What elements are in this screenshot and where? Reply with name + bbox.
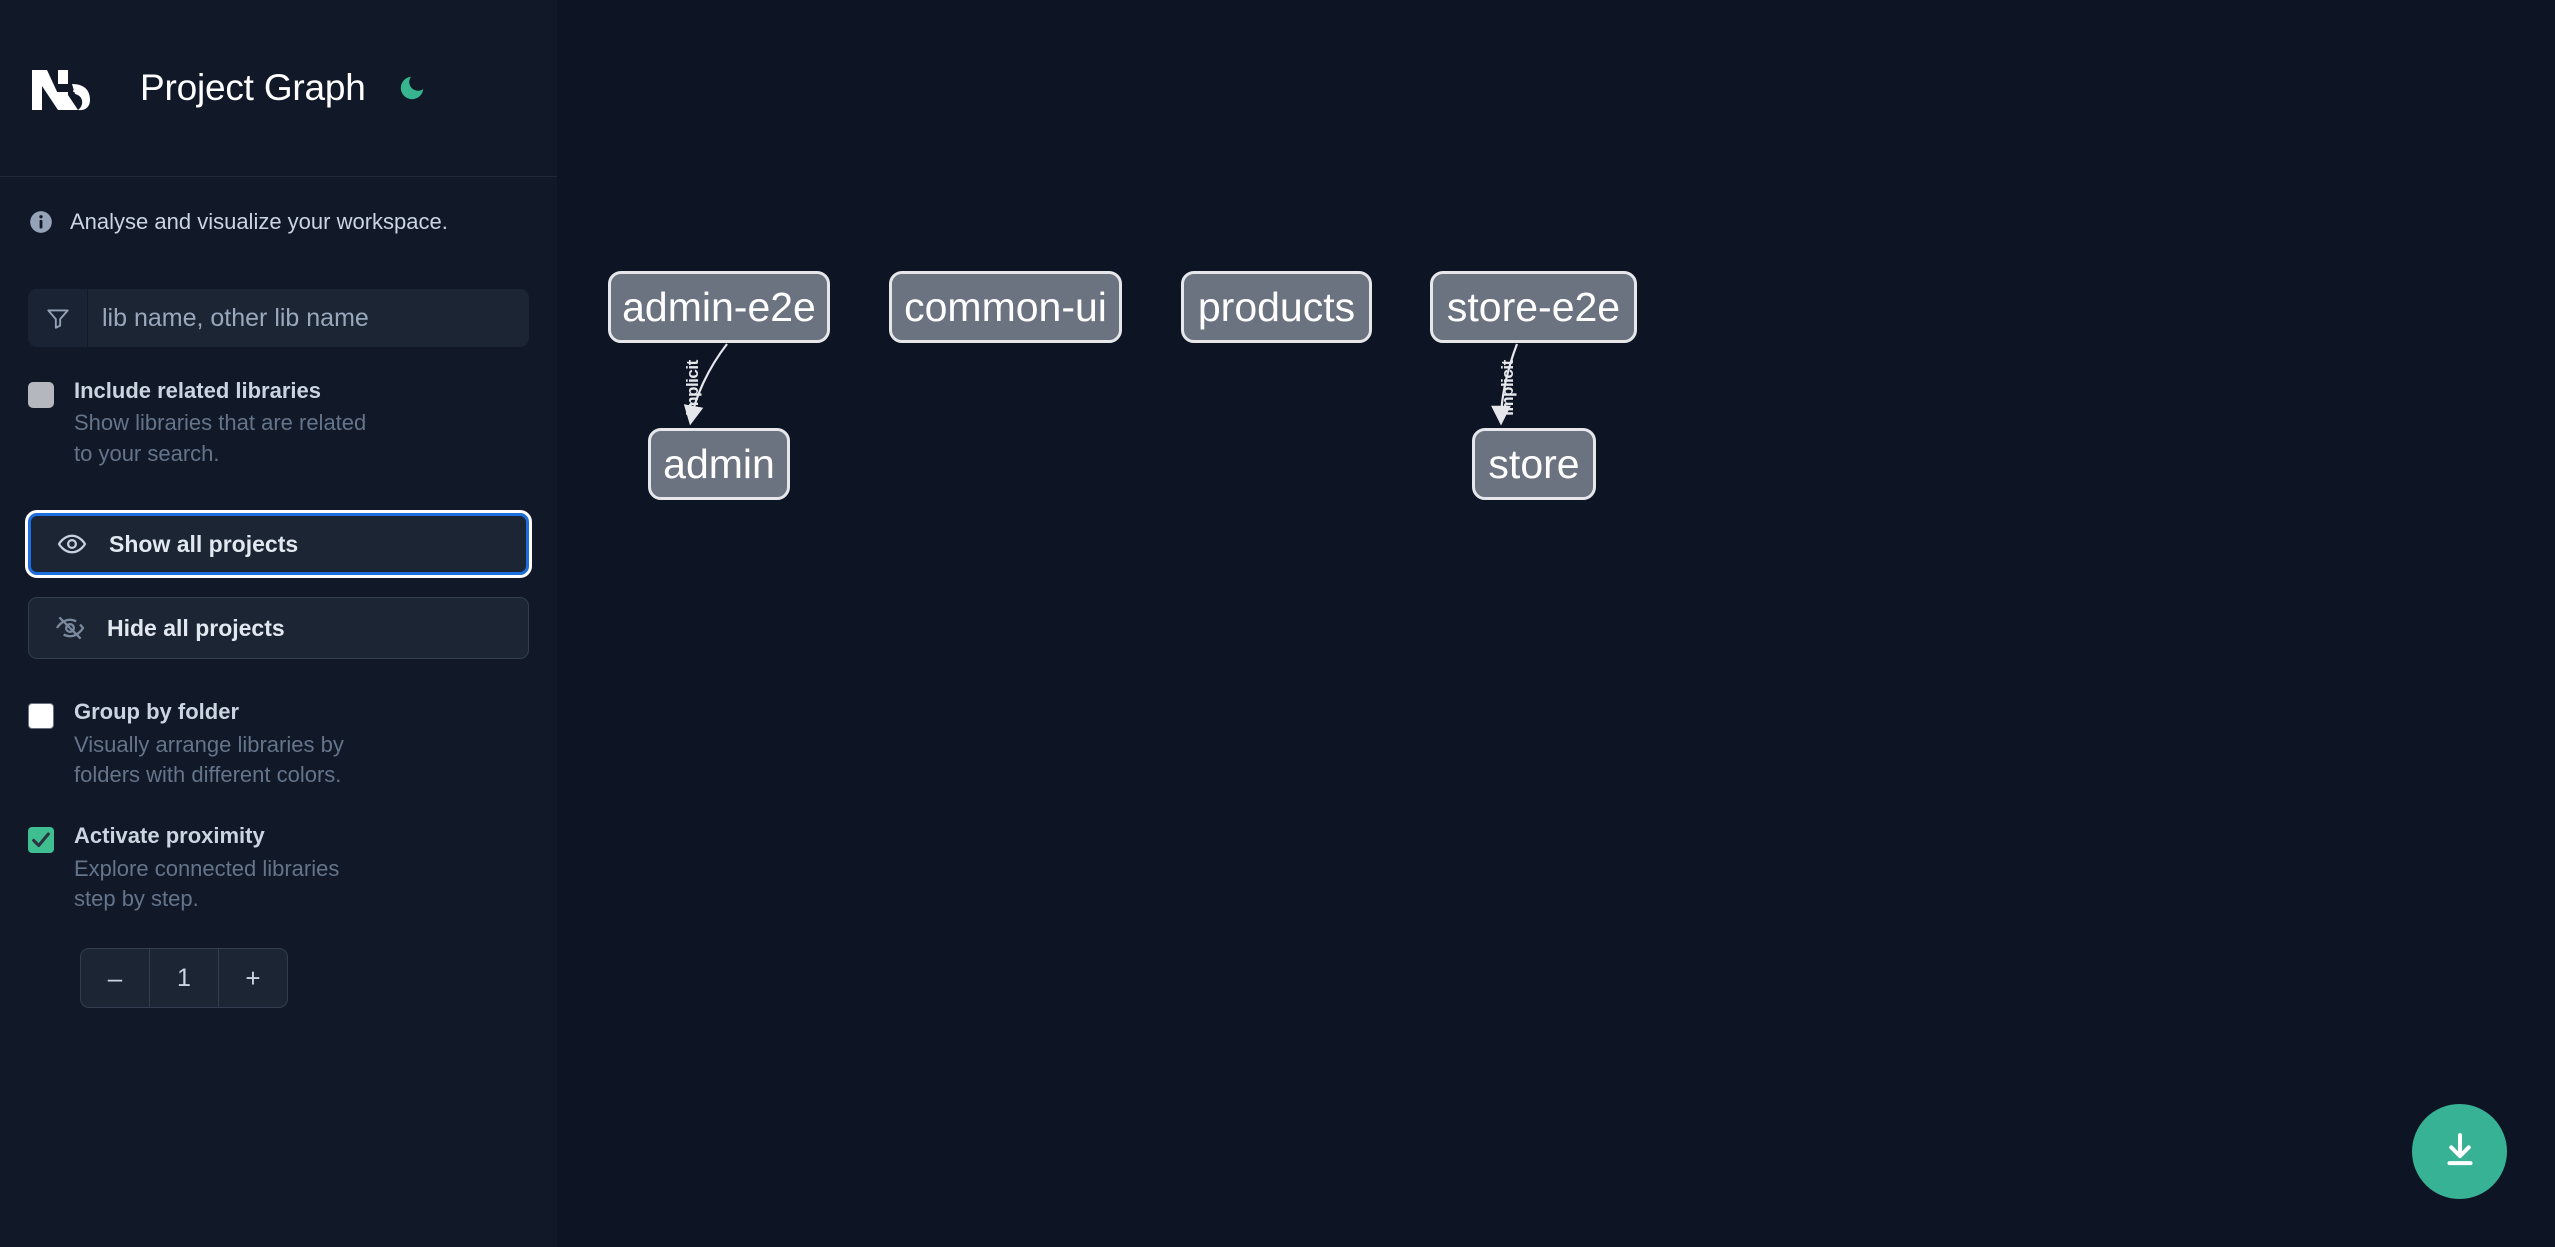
sidebar-header: Project Graph xyxy=(0,0,557,177)
eye-off-icon xyxy=(55,613,85,643)
graph-edges xyxy=(683,343,1519,426)
filter-search-box[interactable] xyxy=(28,289,529,347)
option-label: Include related libraries xyxy=(74,378,321,403)
graph-node-common-ui[interactable]: common-ui xyxy=(889,271,1122,343)
info-icon xyxy=(28,209,54,235)
graph-node-products[interactable]: products xyxy=(1181,271,1372,343)
option-group-by-folder[interactable]: Group by folder Visually arrange librari… xyxy=(28,699,529,790)
stepper-decrement-button[interactable]: – xyxy=(107,962,123,993)
sidebar-body: Analyse and visualize your workspace. In… xyxy=(0,177,557,1009)
info-banner: Analyse and visualize your workspace. xyxy=(28,177,529,235)
activate-proximity-checkbox[interactable] xyxy=(28,823,54,854)
option-label: Group by folder xyxy=(74,699,239,725)
edge-label-implicit-admin: implicit xyxy=(683,360,702,416)
option-description: Show libraries that are related to your … xyxy=(74,410,367,466)
moon-icon[interactable] xyxy=(392,68,432,108)
download-icon xyxy=(2439,1129,2481,1174)
proximity-stepper[interactable]: – 1 + xyxy=(80,948,288,1009)
info-text: Analyse and visualize your workspace. xyxy=(70,209,448,234)
graph-node-admin[interactable]: admin xyxy=(648,428,790,500)
graph-node-admin-e2e[interactable]: admin-e2e xyxy=(608,271,830,343)
stepper-value: 1 xyxy=(149,949,218,1008)
graph-canvas[interactable]: admin-e2e common-ui products store-e2e a… xyxy=(557,0,2555,1247)
graph-node-store[interactable]: store xyxy=(1472,428,1596,500)
show-all-projects-label: Show all projects xyxy=(109,530,299,557)
show-all-projects-button[interactable]: Show all projects xyxy=(25,510,532,579)
option-description: Explore connected libraries step by step… xyxy=(74,855,340,911)
sidebar: Project Graph Analyse and visualize your… xyxy=(0,0,557,1247)
graph-node-store-e2e[interactable]: store-e2e xyxy=(1430,271,1637,343)
option-description: Visually arrange libraries by folders wi… xyxy=(74,731,344,787)
nx-logo-icon xyxy=(28,62,110,114)
page-title: Project Graph xyxy=(140,67,366,108)
option-include-related-libraries[interactable]: Include related libraries Show libraries… xyxy=(28,378,529,469)
hide-all-projects-label: Hide all projects xyxy=(107,614,285,641)
option-activate-proximity[interactable]: Activate proximity Explore connected lib… xyxy=(28,823,529,914)
search-input[interactable] xyxy=(88,289,529,347)
hide-all-projects-button[interactable]: Hide all projects xyxy=(28,597,529,660)
group-by-folder-checkbox[interactable] xyxy=(28,699,54,730)
filter-icon xyxy=(28,289,88,347)
edge-label-implicit-store: implicit xyxy=(1498,360,1517,416)
include-related-libraries-checkbox[interactable] xyxy=(28,378,54,408)
option-label: Activate proximity xyxy=(74,823,265,849)
stepper-increment-button[interactable]: + xyxy=(218,949,287,1008)
eye-icon xyxy=(57,529,87,559)
download-graph-button[interactable] xyxy=(2412,1104,2507,1199)
